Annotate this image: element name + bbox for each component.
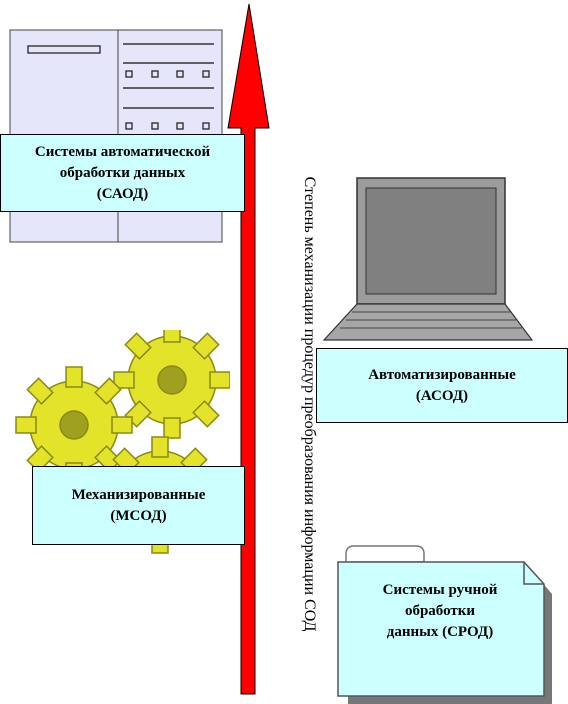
srod-label: Системы ручной обработки данных (СРОД)	[340, 580, 540, 643]
srod-line1: Системы ручной	[382, 582, 498, 598]
folder-icon	[337, 545, 552, 704]
mechanization-arrow	[227, 3, 270, 695]
asod-line1: Автоматизированные	[368, 366, 516, 383]
saod-line1: Системы автоматической	[34, 143, 211, 160]
saod-line2: обработки данных	[59, 164, 186, 181]
saod-line3: (САОД)	[96, 185, 149, 202]
asod-line2: (АСОД)	[415, 387, 469, 404]
server-cabinet-icon	[9, 29, 223, 243]
srod-line2: обработки	[404, 603, 476, 619]
saod-label-box: Системы автоматической обработки данных …	[0, 134, 245, 212]
msod-label-box: Механизированные (МСОД)	[32, 466, 245, 545]
srod-line3: данных (СРОД)	[386, 624, 494, 640]
laptop-icon	[322, 177, 534, 341]
msod-line2: (МСОД)	[110, 507, 167, 524]
asod-label-box: Автоматизированные (АСОД)	[316, 348, 568, 423]
msod-line1: Механизированные	[71, 486, 206, 503]
